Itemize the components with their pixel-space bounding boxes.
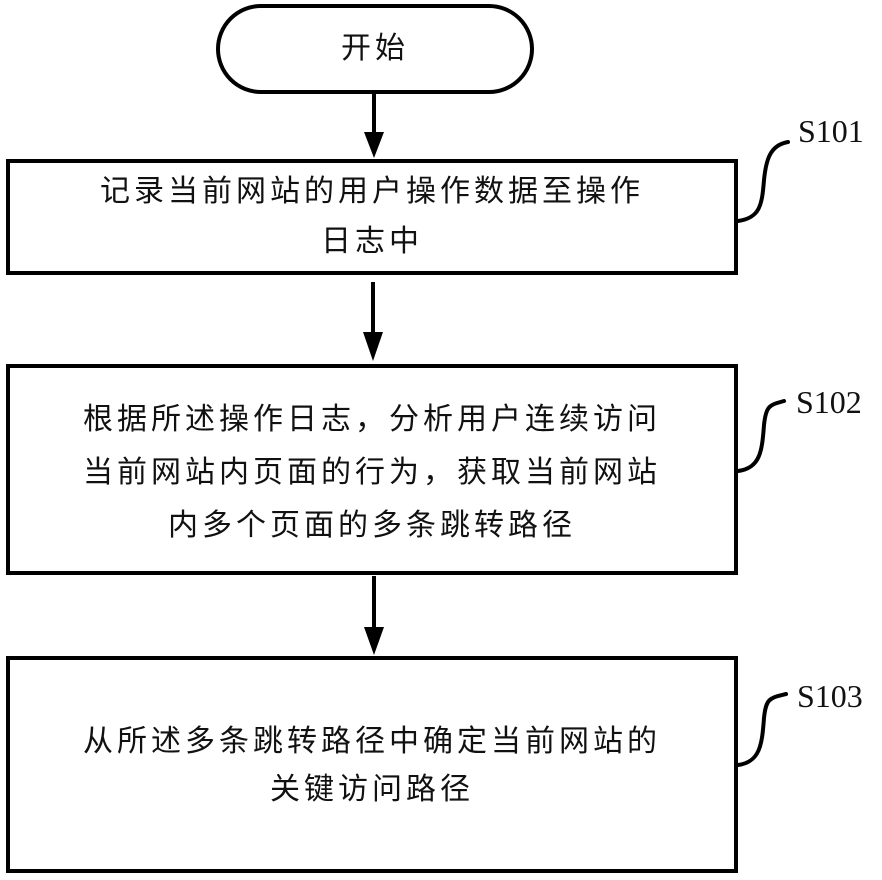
leader-curve-s101 — [736, 140, 790, 223]
leader-curve-s103 — [736, 692, 788, 767]
process-text-line: 日志中 — [321, 224, 423, 259]
step-label-s101: S101 — [798, 113, 864, 149]
process-text-line: 记录当前网站的用户操作数据至操作 — [100, 174, 644, 209]
process-box-s103 — [6, 656, 738, 873]
process-text-line: 关键访问路径 — [270, 772, 474, 807]
process-box-s101 — [6, 159, 738, 275]
process-text-line: 根据所述操作日志，分析用户连续访问 — [83, 402, 661, 437]
process-text-s101: 记录当前网站的用户操作数据至操作 日志中 — [10, 167, 734, 267]
step-label-s103: S103 — [797, 678, 863, 714]
arrow-s102-to-s103 — [364, 576, 384, 655]
start-label: 开始 — [341, 31, 409, 66]
process-box-s102 — [6, 364, 738, 575]
leader-curve-s102 — [736, 399, 786, 473]
arrow-s101-to-s102 — [363, 282, 383, 361]
process-text-line: 当前网站内页面的行为，获取当前网站 — [83, 455, 661, 490]
step-label-s102: S102 — [796, 384, 862, 420]
process-text-s103: 从所述多条跳转路径中确定当前网站的 关键访问路径 — [10, 718, 734, 814]
arrow-start-to-s101 — [364, 93, 384, 158]
start-terminator — [216, 4, 534, 94]
process-text-s102: 根据所述操作日志，分析用户连续访问 当前网站内页面的行为，获取当前网站 内多个页… — [10, 393, 734, 552]
process-text-line: 从所述多条跳转路径中确定当前网站的 — [83, 724, 661, 759]
process-text-line: 内多个页面的多条跳转路径 — [168, 508, 576, 543]
